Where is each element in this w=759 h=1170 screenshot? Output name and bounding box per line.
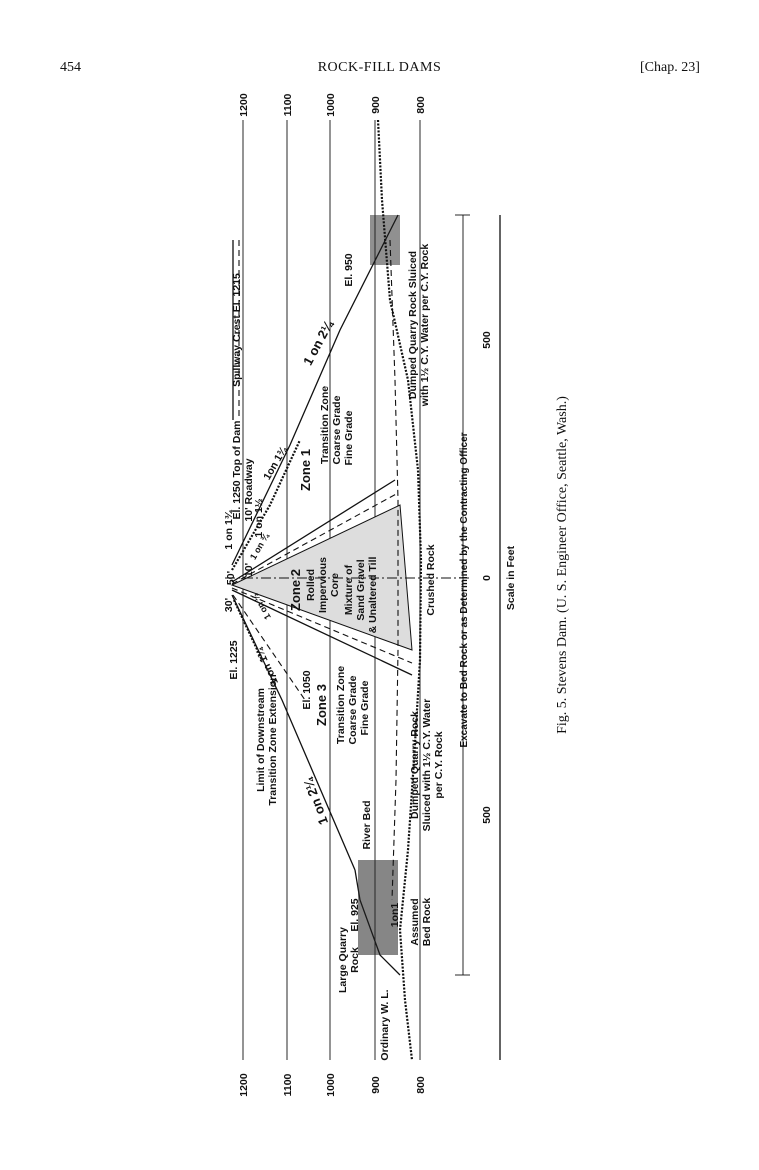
dumped-rock-label: Dumped Quarry Rock bbox=[409, 711, 421, 819]
el-925-label: El. 925 bbox=[349, 898, 361, 931]
large-quarry-rock bbox=[358, 860, 398, 955]
dumped-rock-label: Sluiced with 1½ C.Y. Water bbox=[421, 699, 433, 832]
core-label: Core bbox=[329, 573, 341, 597]
upstream-riprap bbox=[231, 439, 301, 571]
page-number: 454 bbox=[60, 60, 81, 75]
elev-label: 1100 bbox=[282, 1073, 294, 1096]
downstream-riprap bbox=[233, 599, 263, 661]
upstream-transition-outer bbox=[231, 479, 396, 583]
excavation-line bbox=[389, 239, 399, 901]
dimension-label: 30' bbox=[223, 598, 235, 612]
elevation-labels-bottom: 1200 1100 1000 900 800 bbox=[238, 1073, 427, 1097]
dumped-rock-label: with 1½ C.Y. Water per C.Y. Rock bbox=[419, 244, 431, 408]
crushed-rock-label: Crushed Rock bbox=[425, 544, 437, 615]
elev-label: 900 bbox=[370, 1076, 382, 1094]
coarse-grade-label: Coarse Grade bbox=[331, 395, 343, 464]
ordinary-wl-label: Ordinary W. L. bbox=[379, 989, 391, 1060]
el-1225-label: El. 1225 bbox=[228, 640, 240, 679]
downstream-transition-mid bbox=[231, 587, 413, 664]
elev-label: 1000 bbox=[325, 1073, 337, 1097]
slope-label: 1 on 2¼ bbox=[300, 775, 331, 827]
elev-label: 900 bbox=[370, 96, 382, 114]
scale-tick-label: 500 bbox=[481, 806, 493, 824]
scale-tick-label: 0 bbox=[481, 575, 493, 581]
chapter-label: [Chap. 23] bbox=[640, 60, 700, 75]
limit-label: Limit of Downstream bbox=[255, 688, 267, 792]
el-1050-label: El. 1050 bbox=[301, 670, 313, 709]
core-label: Impervious bbox=[317, 557, 329, 613]
zone-2-label: Zone 2 bbox=[288, 569, 303, 611]
slope-label: 1 on 2¼ bbox=[300, 317, 337, 368]
dimension-label: 50' bbox=[225, 571, 237, 585]
elev-label: 1200 bbox=[238, 1073, 250, 1097]
mixture-label: Sand Gravel bbox=[355, 559, 367, 620]
core-label: Rolled bbox=[305, 569, 317, 601]
scale-title: Scale in Feet bbox=[505, 545, 517, 610]
excavate-label: Excavate to Bed Rock or as Determined by… bbox=[459, 432, 470, 747]
downstream-limit-line bbox=[232, 594, 306, 701]
coarse-grade-label: Coarse Grade bbox=[347, 675, 359, 744]
el-950-label: El. 950 bbox=[343, 253, 355, 286]
upstream-transition-mid bbox=[231, 492, 399, 585]
slope-label: 1 on 1¾ bbox=[223, 509, 235, 549]
zone-1-label: Zone 1 bbox=[298, 449, 313, 491]
scale-tick-label: 500 bbox=[481, 331, 493, 349]
dumped-rock-label: Dumped Quarry Rock Sluiced bbox=[407, 251, 419, 399]
spillway-label: Spillway Crest El. 1215 bbox=[231, 273, 243, 387]
limit-label: Transition Zone Extension bbox=[267, 674, 279, 805]
assumed-bedrock-label: Assumed bbox=[409, 898, 421, 945]
elevation-labels-top: 1200 1100 1000 900 800 bbox=[238, 93, 427, 117]
elev-label: 800 bbox=[415, 96, 427, 114]
downstream-transition-outer bbox=[231, 589, 413, 676]
elev-label: 1000 bbox=[325, 93, 337, 117]
dimension-label: 10' bbox=[243, 563, 255, 577]
zone-3-label: Zone 3 bbox=[314, 684, 329, 726]
upstream-slope bbox=[231, 214, 399, 566]
transition-zone-label: Transition Zone bbox=[335, 666, 347, 744]
large-quarry-label: Rock bbox=[349, 947, 361, 973]
mixture-label: Mixture of bbox=[343, 564, 355, 615]
transition-zone-label: Transition Zone bbox=[319, 386, 331, 464]
mixture-label: & Unaltered Till bbox=[367, 557, 379, 634]
figure-caption: Fig. 5. Stevens Dam. (U. S. Engineer Off… bbox=[555, 396, 570, 734]
scale: 500 0 500 Scale in Feet bbox=[481, 331, 517, 824]
roadway-label: 10' Roadway bbox=[243, 458, 255, 521]
fine-grade-label: Fine Grade bbox=[359, 680, 371, 735]
elev-label: 1200 bbox=[238, 93, 250, 117]
assumed-bedrock-label: Bed Rock bbox=[421, 898, 433, 947]
slope-label: 1 on 1½ bbox=[253, 498, 265, 537]
river-bed-label: River Bed bbox=[361, 800, 373, 849]
slope-label: 1on 1¾ bbox=[261, 444, 290, 482]
dumped-rock-label: per C.Y. Rock bbox=[433, 731, 445, 798]
fine-grade-label: Fine Grade bbox=[343, 410, 355, 465]
top-of-dam-label: El. 1250 Top of Dam bbox=[231, 421, 243, 520]
large-quarry-label: Large Quarry bbox=[337, 927, 349, 993]
dam-section bbox=[225, 119, 501, 1061]
diagram-labels: Spillway Crest El. 1215 El. 1250 Top of … bbox=[223, 244, 470, 1061]
slope-label: 1on1 bbox=[389, 903, 401, 928]
running-title: ROCK-FILL DAMS bbox=[317, 60, 442, 75]
elev-label: 1100 bbox=[282, 93, 294, 116]
elev-label: 800 bbox=[415, 1076, 427, 1094]
